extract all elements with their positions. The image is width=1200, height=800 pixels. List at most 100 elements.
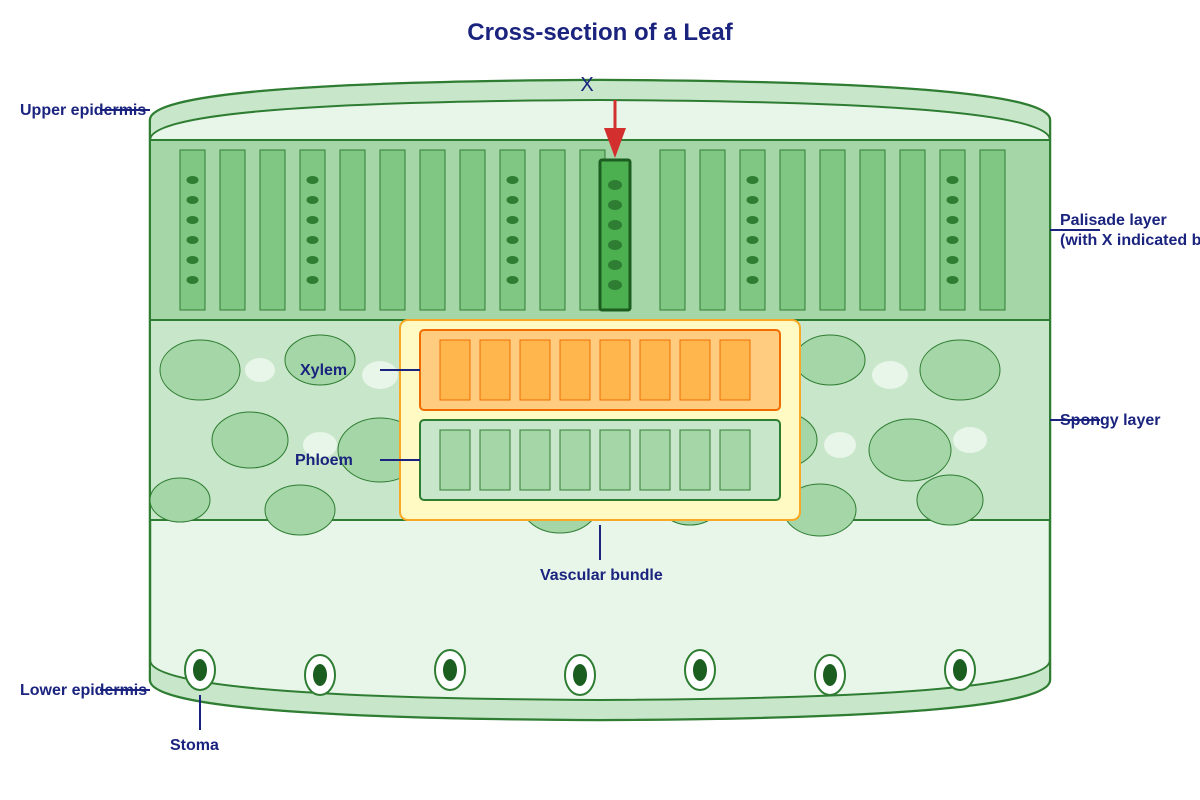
phloem-tube xyxy=(599,429,631,491)
spongy-cell xyxy=(264,484,336,536)
diagram-title: Cross-section of a Leaf xyxy=(467,19,733,46)
palisade-cell xyxy=(499,149,526,311)
stoma-pore xyxy=(953,659,967,681)
air-space xyxy=(824,432,856,458)
spongy-cell xyxy=(284,334,356,386)
lower-epidermis xyxy=(149,659,1051,722)
spongy-cell xyxy=(159,339,241,401)
highlighted-palisade-cell xyxy=(598,158,632,312)
palisade-cell xyxy=(659,149,686,311)
chloroplast xyxy=(186,236,199,244)
chloroplast xyxy=(506,196,519,204)
phloem-tube xyxy=(479,429,511,491)
palisade-cell xyxy=(539,149,566,311)
xylem-vessel xyxy=(519,339,551,401)
palisade-cell xyxy=(979,149,1006,311)
chloroplast xyxy=(506,216,519,224)
chloroplast xyxy=(306,216,319,224)
palisade-cell xyxy=(179,149,206,311)
air-space xyxy=(872,361,908,389)
chloroplast xyxy=(946,256,959,264)
chloroplast xyxy=(608,260,622,270)
vascular-bundle xyxy=(399,319,801,521)
palisade-cell xyxy=(899,149,926,311)
chloroplast xyxy=(608,240,622,250)
chloroplast xyxy=(506,176,519,184)
stoma-label: Stoma xyxy=(170,737,219,754)
chloroplast xyxy=(946,176,959,184)
chloroplast xyxy=(306,236,319,244)
spongy-cell xyxy=(149,477,211,523)
palisade-label-line1: Palisade layer xyxy=(1060,212,1167,229)
chloroplast xyxy=(506,256,519,264)
stoma-pore xyxy=(693,659,707,681)
phloem-tube xyxy=(719,429,751,491)
chloroplast xyxy=(608,280,622,290)
chloroplast xyxy=(186,176,199,184)
phloem-tube xyxy=(559,429,591,491)
chloroplast xyxy=(608,180,622,190)
chloroplast xyxy=(186,216,199,224)
air-space xyxy=(953,427,987,453)
xylem-vessel xyxy=(639,339,671,401)
spongy-cell xyxy=(794,334,866,386)
stomata xyxy=(184,649,976,696)
palisade-cell xyxy=(339,149,366,311)
phloem-tubes xyxy=(439,429,751,491)
upper-epidermis-label: Upper epidermis xyxy=(20,102,146,119)
xylem-label: Xylem xyxy=(300,362,347,379)
air-space xyxy=(362,361,398,389)
stoma-pore xyxy=(313,664,327,686)
chloroplast xyxy=(608,200,622,210)
xylem-vessel xyxy=(679,339,711,401)
leader-lines xyxy=(100,109,1100,730)
chloroplast xyxy=(186,276,199,284)
xylem-vessel xyxy=(479,339,511,401)
air-space xyxy=(245,358,275,382)
chloroplast xyxy=(946,216,959,224)
chloroplast xyxy=(746,196,759,204)
stoma-pore xyxy=(823,664,837,686)
spongy-cell xyxy=(916,474,984,526)
palisade-cell xyxy=(219,149,246,311)
chloroplast xyxy=(186,196,199,204)
spongy-cell xyxy=(211,411,289,469)
x-marker-arrow xyxy=(604,100,626,158)
chloroplast xyxy=(746,256,759,264)
chloroplast xyxy=(506,236,519,244)
palisade-label-line2: (with X indicated b xyxy=(1060,232,1200,249)
palisade-cell xyxy=(739,149,766,311)
palisade-cell xyxy=(699,149,726,311)
vascular-bundle-label: Vascular bundle xyxy=(540,567,663,584)
palisade-cell xyxy=(819,149,846,311)
chloroplast xyxy=(746,276,759,284)
xylem-vessel xyxy=(559,339,591,401)
marker-x-label: X xyxy=(580,74,593,96)
palisade-cells xyxy=(179,149,1006,311)
chloroplast xyxy=(608,220,622,230)
chloroplast xyxy=(746,216,759,224)
chloroplast xyxy=(306,256,319,264)
chloroplast xyxy=(746,176,759,184)
chloroplast xyxy=(946,196,959,204)
chloroplast xyxy=(306,276,319,284)
stoma-pore xyxy=(573,664,587,686)
chloroplast xyxy=(306,176,319,184)
xylem-vessel xyxy=(719,339,751,401)
palisade-cell xyxy=(379,149,406,311)
xylem-vessels xyxy=(439,339,751,401)
palisade-cell xyxy=(459,149,486,311)
phloem-tube xyxy=(439,429,471,491)
palisade-cell xyxy=(299,149,326,311)
stoma-pore xyxy=(443,659,457,681)
chloroplast xyxy=(186,256,199,264)
chloroplast xyxy=(746,236,759,244)
spongy-cell xyxy=(919,339,1001,401)
xylem-vessel xyxy=(439,339,471,401)
air-space xyxy=(303,432,337,458)
palisade-cell xyxy=(259,149,286,311)
chloroplast xyxy=(946,236,959,244)
chloroplast xyxy=(306,196,319,204)
